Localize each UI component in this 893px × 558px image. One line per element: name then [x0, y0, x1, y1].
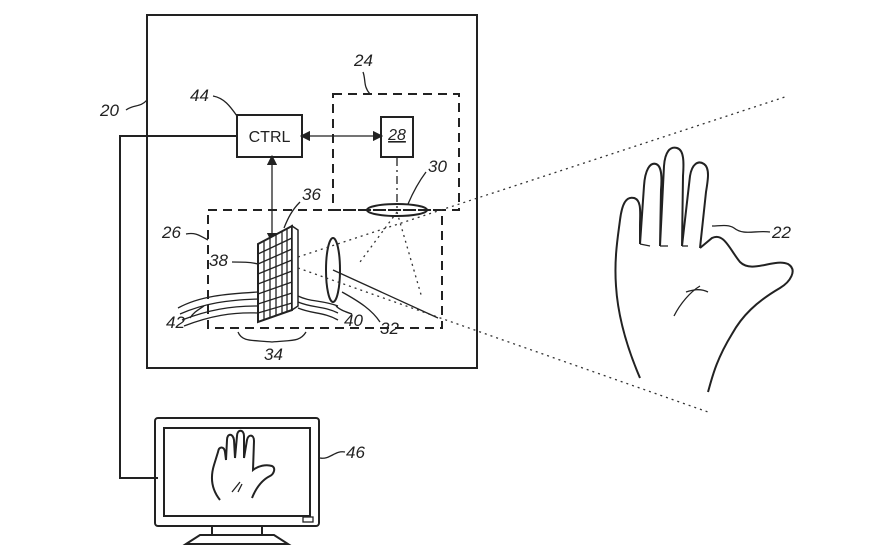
- controller-label: CTRL: [249, 129, 291, 146]
- ref-44: 44: [190, 86, 209, 105]
- ref-24: 24: [353, 51, 373, 70]
- ref-38: 38: [209, 251, 228, 270]
- projector-unit-outline: [207, 209, 443, 329]
- ref-20: 20: [99, 101, 119, 120]
- ref-30: 30: [428, 157, 447, 176]
- sensor-unit-outline: [332, 93, 460, 211]
- ref-26: 26: [161, 223, 181, 242]
- leader-lines: [125, 71, 771, 459]
- display-cable: [119, 135, 237, 479]
- ref-36: 36: [302, 185, 321, 204]
- target-hand: [614, 146, 794, 393]
- screen-hand-creases: [231, 481, 243, 493]
- ref-42: 42: [166, 313, 185, 332]
- ref-40: 40: [344, 311, 363, 330]
- lens-32: [325, 237, 341, 303]
- ref-32: 32: [380, 319, 399, 338]
- ref-34: 34: [264, 345, 283, 364]
- screen-hand-image: [211, 429, 276, 501]
- device-enclosure: [146, 14, 478, 369]
- ref-46: 46: [346, 443, 365, 462]
- emitter-grid: [257, 224, 299, 324]
- fiber-bundle-40: [297, 295, 339, 321]
- ref-22: 22: [771, 223, 791, 242]
- projection-beam: [297, 95, 789, 413]
- detector-ref: 28: [387, 127, 406, 144]
- display-monitor: [154, 417, 320, 545]
- fiber-bundle-42: [177, 291, 259, 327]
